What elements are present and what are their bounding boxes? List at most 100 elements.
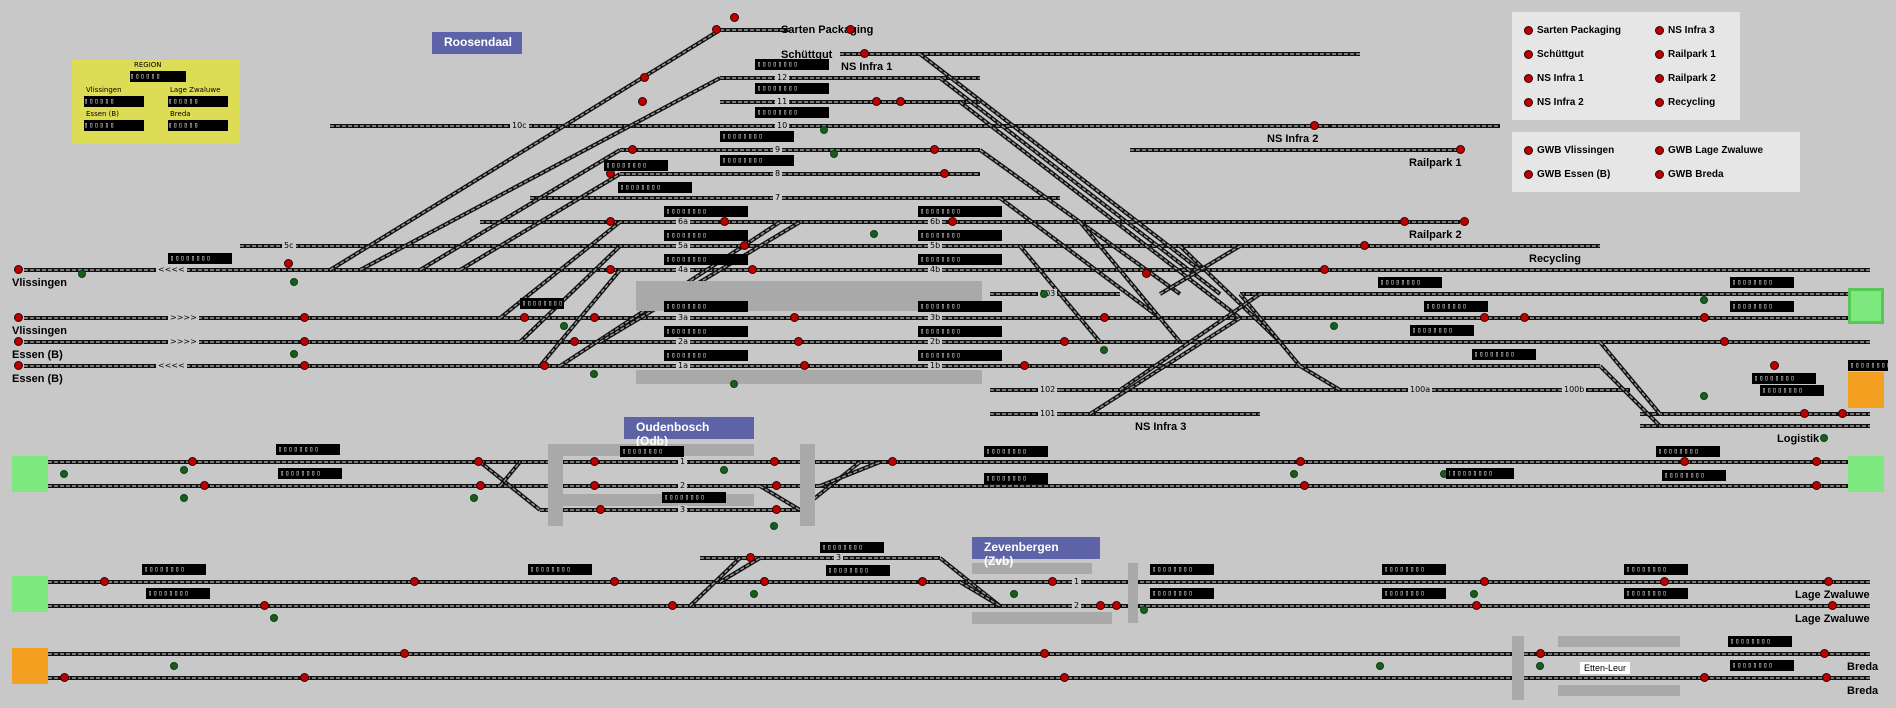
signal-icon[interactable] [640,73,649,82]
signal-icon[interactable] [1720,337,1729,346]
signal-icon[interactable] [1300,481,1309,490]
section-indicator[interactable]: ▯▯▯▯▯▯▯▯ [1472,349,1536,360]
signal-green-icon[interactable] [290,350,298,358]
section-indicator[interactable]: ▯▯▯▯▯▯▯▯ [755,59,829,70]
signal-green-icon[interactable] [870,230,878,238]
section-indicator[interactable]: ▯▯▯▯▯▯▯▯ [1624,564,1688,575]
region-indicator[interactable]: ▯▯▯▯▯▯ [130,71,186,82]
signal-icon[interactable] [300,313,309,322]
signal-green-icon[interactable] [180,466,188,474]
location-label-essen-2[interactable]: Essen (B) [12,373,63,385]
section-indicator[interactable]: ▯▯▯▯▯▯▯▯ [146,588,210,599]
signal-icon[interactable] [790,313,799,322]
signal-icon[interactable] [1060,337,1069,346]
signal-green-icon[interactable] [1010,590,1018,598]
signal-icon[interactable] [846,25,855,34]
signal-icon[interactable] [1060,673,1069,682]
signal-icon[interactable] [940,169,949,178]
signal-icon[interactable] [60,673,69,682]
section-indicator[interactable]: ▯▯▯▯▯▯▯▯ [528,564,592,575]
location-label-breda-1[interactable]: Breda [1847,661,1879,673]
legend-item-nsinfra1[interactable]: NS Infra 1 [1524,73,1584,84]
section-indicator[interactable]: ▯▯▯▯▯▯▯▯ [820,542,884,553]
signal-icon[interactable] [410,577,419,586]
section-indicator[interactable]: ▯▯▯▯▯▯▯▯ [1382,564,1446,575]
signal-green-icon[interactable] [830,150,838,158]
location-label-nsinfra3[interactable]: NS Infra 3 [1135,421,1187,433]
signal-icon[interactable] [1838,409,1847,418]
location-label-essen-1[interactable]: Essen (B) [12,349,63,361]
signal-icon[interactable] [1800,409,1809,418]
signal-green-icon[interactable] [1140,606,1148,614]
legend-item-gwb-lage-zwaluwe[interactable]: GWB Lage Zwaluwe [1655,145,1763,156]
station-label-zevenbergen[interactable]: Zevenbergen (Zvb) [972,537,1100,568]
signal-icon[interactable] [1536,649,1545,658]
section-indicator[interactable]: ▯▯▯▯▯▯▯▯ [918,254,1002,265]
location-label-lagez-1[interactable]: Lage Zwaluwe [1795,589,1870,601]
signal-icon[interactable] [888,457,897,466]
exit-box-vlissingen[interactable] [1848,288,1884,324]
signal-icon[interactable] [1770,361,1779,370]
location-label-railpark1[interactable]: Railpark 1 [1409,157,1462,169]
legend-item-gwb-vlissingen[interactable]: GWB Vlissingen [1524,145,1614,156]
signal-green-icon[interactable] [170,662,178,670]
signal-icon[interactable] [896,97,905,106]
signal-icon[interactable] [570,337,579,346]
signal-icon[interactable] [200,481,209,490]
region-indicator-vlissingen[interactable]: ▯▯▯▯▯▯ [84,96,144,107]
signal-icon[interactable] [14,337,23,346]
section-indicator[interactable]: ▯▯▯▯▯▯▯▯ [1450,468,1514,479]
signal-icon[interactable] [606,265,615,274]
signal-icon[interactable] [1142,269,1151,278]
location-label-nsinfra1[interactable]: NS Infra 1 [841,61,893,73]
signal-icon[interactable] [1812,481,1821,490]
signal-green-icon[interactable] [78,270,86,278]
signal-green-icon[interactable] [1470,590,1478,598]
signal-icon[interactable] [260,601,269,610]
section-indicator[interactable]: ▯▯▯▯▯▯▯▯ [1410,325,1474,336]
signal-icon[interactable] [188,457,197,466]
section-indicator[interactable]: ▯▯▯▯▯▯▯▯ [664,326,748,337]
station-label-oudenbosch[interactable]: Oudenbosch (Odb) [624,417,754,448]
signal-green-icon[interactable] [1376,662,1384,670]
section-indicator[interactable]: ▯▯▯▯▯▯▯▯ [720,155,794,166]
signal-icon[interactable] [948,217,957,226]
section-indicator[interactable]: ▯▯▯▯▯▯▯▯ [826,565,890,576]
signal-icon[interactable] [770,457,779,466]
region-indicator-breda[interactable]: ▯▯▯▯▯▯ [168,120,228,131]
signal-icon[interactable] [1660,577,1669,586]
signal-icon[interactable] [794,337,803,346]
location-label-schuttgut[interactable]: Schüttgut [781,49,833,61]
signal-green-icon[interactable] [1820,434,1828,442]
location-label-lagez-2[interactable]: Lage Zwaluwe [1795,613,1870,625]
signal-icon[interactable] [300,337,309,346]
signal-green-icon[interactable] [470,494,478,502]
signal-green-icon[interactable] [60,470,68,478]
exit-box-odb-left[interactable] [12,456,48,492]
signal-icon[interactable] [872,97,881,106]
legend-item-railpark1[interactable]: Railpark 1 [1655,49,1716,60]
section-indicator[interactable]: ▯▯▯▯▯▯▯▯ [1662,470,1726,481]
legend-item-sarten[interactable]: Sarten Packaging [1524,25,1621,36]
signal-icon[interactable] [760,577,769,586]
signal-icon[interactable] [596,505,605,514]
signal-icon[interactable] [1824,577,1833,586]
signal-green-icon[interactable] [750,590,758,598]
signal-icon[interactable] [474,457,483,466]
signal-green-icon[interactable] [720,466,728,474]
location-label-logistik[interactable]: Logistik [1777,433,1820,445]
section-indicator[interactable]: ▯▯▯▯▯▯▯▯ [520,298,564,309]
signal-icon[interactable] [300,673,309,682]
exit-box-logistik[interactable] [1848,372,1884,408]
signal-green-icon[interactable] [770,522,778,530]
signal-icon[interactable] [1360,241,1369,250]
signal-icon[interactable] [1310,121,1319,130]
signal-icon[interactable] [1048,577,1057,586]
region-indicator-essen[interactable]: ▯▯▯▯▯▯ [84,120,144,131]
section-indicator[interactable]: ▯▯▯▯▯▯▯▯ [664,301,748,312]
section-indicator[interactable]: ▯▯▯▯▯▯▯▯ [1848,360,1888,371]
section-indicator[interactable]: ▯▯▯▯▯▯▯▯ [664,254,748,265]
section-indicator[interactable]: ▯▯▯▯▯▯▯▯ [1760,385,1824,396]
signal-icon[interactable] [746,553,755,562]
signal-icon[interactable] [540,361,549,370]
